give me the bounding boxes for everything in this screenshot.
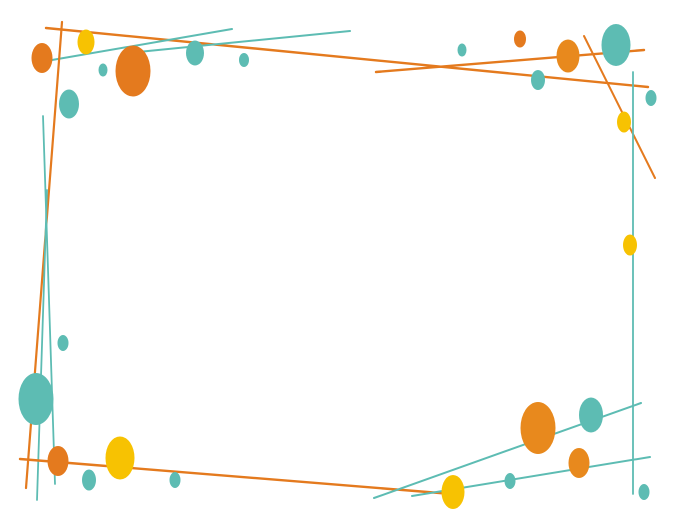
dot-teal xyxy=(186,40,204,66)
frame-dots xyxy=(18,24,657,509)
line-top-orange-long xyxy=(44,26,650,89)
dot-orange xyxy=(556,39,580,73)
dot-yellow xyxy=(441,475,465,509)
dot-yellow-large xyxy=(105,436,135,480)
dot-teal xyxy=(638,484,650,500)
dot-teal xyxy=(59,89,79,119)
dot-teal xyxy=(457,43,467,57)
dot-teal xyxy=(98,63,108,77)
dot-yellow xyxy=(623,234,637,256)
line-top-right-orange-diag xyxy=(583,35,656,179)
line-top-teal-a xyxy=(51,28,233,61)
dot-teal-large xyxy=(18,373,54,425)
dot-teal xyxy=(169,472,181,488)
dot-teal xyxy=(82,469,96,491)
dot-teal xyxy=(504,473,516,489)
dot-yellow xyxy=(77,29,95,55)
dot-teal xyxy=(579,397,603,433)
dot-teal xyxy=(645,90,657,106)
line-top-teal-b xyxy=(137,30,351,53)
dot-orange xyxy=(568,448,590,478)
line-left-teal-b xyxy=(36,189,48,501)
dot-orange xyxy=(514,30,526,48)
dot-teal xyxy=(531,70,545,90)
dot-teal xyxy=(57,335,69,351)
dot-orange-large xyxy=(520,402,556,454)
dot-teal-large xyxy=(601,24,631,66)
dot-orange xyxy=(47,446,69,476)
dot-yellow xyxy=(617,111,631,133)
line-top-right-orange xyxy=(374,48,646,74)
line-left-teal-a xyxy=(42,115,56,485)
dot-teal xyxy=(239,53,249,67)
line-bottom-orange-long xyxy=(18,457,454,496)
dot-orange-large xyxy=(115,45,151,97)
dot-orange xyxy=(31,43,53,73)
